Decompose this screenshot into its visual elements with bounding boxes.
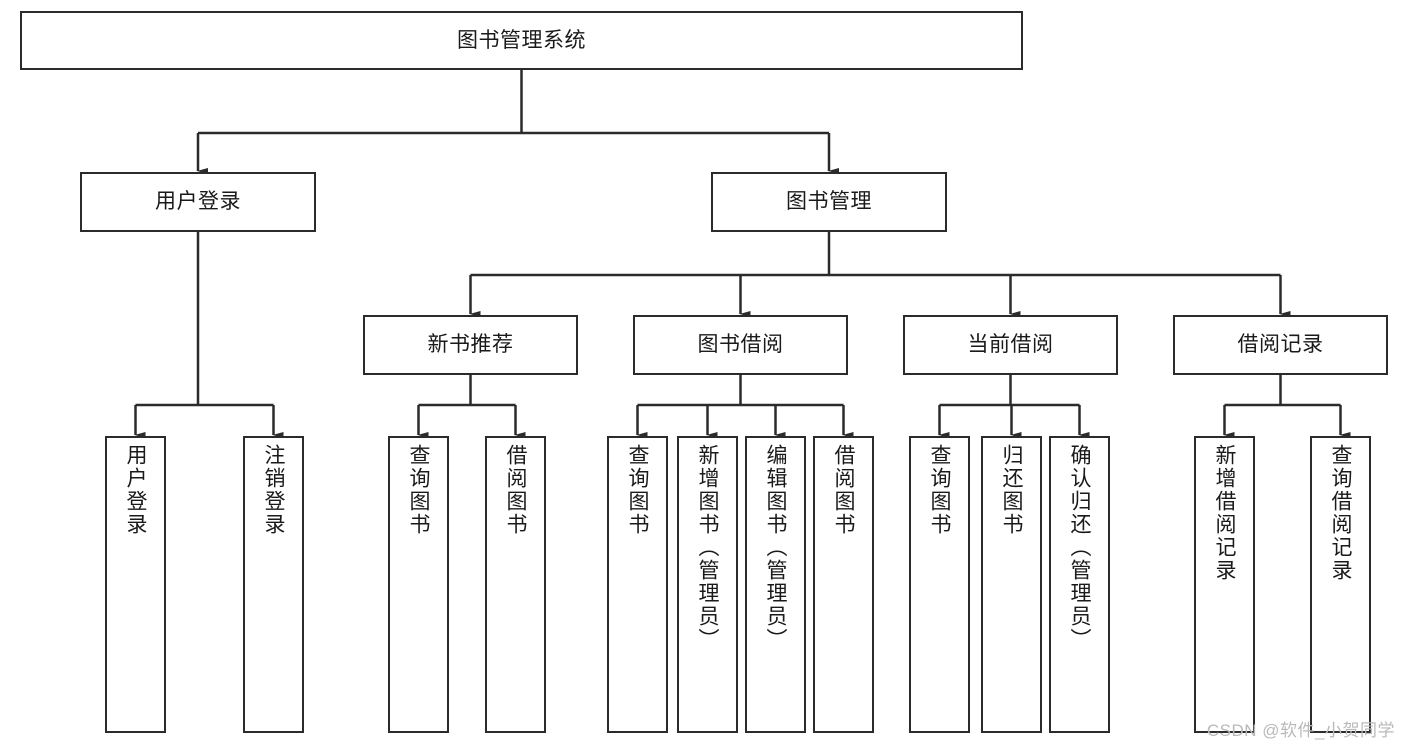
node-new-book-rec[interactable]: 新书推荐 [363, 315, 578, 375]
node-label: 编辑图书（管理员） [764, 444, 787, 651]
node-label: 借阅记录 [1237, 333, 1324, 357]
node-label: 图书借阅 [697, 333, 784, 357]
node-book-manage[interactable]: 图书管理 [711, 172, 947, 232]
node-label: 查询图书 [407, 444, 430, 536]
node-leaf-bb-borrow[interactable]: 借阅图书 [813, 436, 874, 733]
node-label: 用户登录 [155, 190, 241, 214]
node-label: 查询借阅记录 [1329, 444, 1352, 582]
node-leaf-bb-edit[interactable]: 编辑图书（管理员） [745, 436, 806, 733]
node-leaf-rec-query[interactable]: 查询图书 [388, 436, 449, 733]
node-borrow-record[interactable]: 借阅记录 [1173, 315, 1388, 375]
node-label: 图书管理 [786, 190, 872, 214]
node-user-login[interactable]: 用户登录 [80, 172, 316, 232]
node-label: 归还图书 [1000, 444, 1023, 536]
node-label: 用户登录 [124, 444, 147, 536]
node-label: 借阅图书 [504, 444, 527, 536]
node-label: 借阅图书 [832, 444, 855, 536]
node-book-borrow[interactable]: 图书借阅 [633, 315, 848, 375]
node-label: 确认归还（管理员） [1068, 444, 1091, 651]
node-leaf-cb-confirm[interactable]: 确认归还（管理员） [1049, 436, 1110, 733]
node-leaf-cb-query[interactable]: 查询图书 [909, 436, 970, 733]
node-label: 查询图书 [626, 444, 649, 536]
node-label: 新书推荐 [427, 333, 514, 357]
node-root[interactable]: 图书管理系统 [20, 11, 1023, 70]
node-label: 图书管理系统 [457, 28, 586, 52]
node-leaf-bb-query[interactable]: 查询图书 [607, 436, 668, 733]
node-leaf-bb-add[interactable]: 新增图书（管理员） [677, 436, 738, 733]
node-leaf-br-add[interactable]: 新增借阅记录 [1194, 436, 1255, 733]
node-label: 注销登录 [262, 444, 285, 536]
node-label: 新增借阅记录 [1213, 444, 1236, 582]
node-leaf-user-logout[interactable]: 注销登录 [243, 436, 304, 733]
node-leaf-cb-return[interactable]: 归还图书 [981, 436, 1042, 733]
node-leaf-rec-borrow[interactable]: 借阅图书 [485, 436, 546, 733]
node-label: 查询图书 [928, 444, 951, 536]
node-label: 当前借阅 [967, 333, 1054, 357]
node-current-borrow[interactable]: 当前借阅 [903, 315, 1118, 375]
node-leaf-br-query[interactable]: 查询借阅记录 [1310, 436, 1371, 733]
node-label: 新增图书（管理员） [696, 444, 719, 651]
node-leaf-user-login[interactable]: 用户登录 [105, 436, 166, 733]
